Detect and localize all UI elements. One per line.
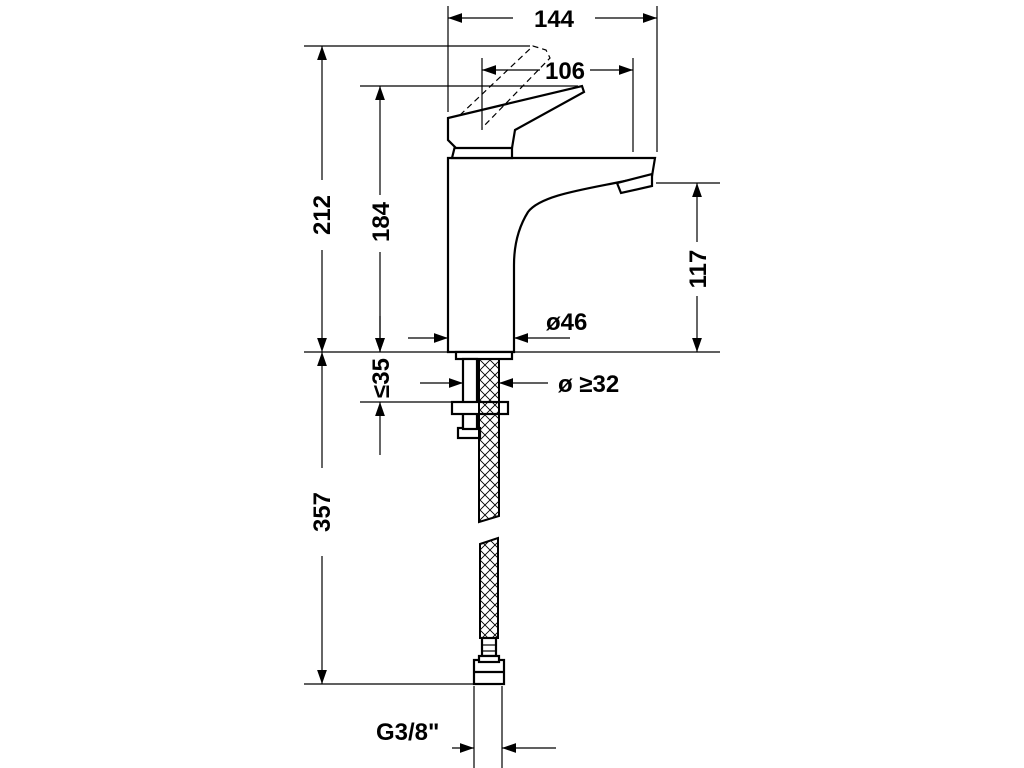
dimension-arrows xyxy=(317,13,702,753)
dim-width-total: 144 xyxy=(534,6,575,33)
dim-height-lever: 184 xyxy=(368,201,395,242)
dim-hole-diameter: ø ≥32 xyxy=(558,371,619,398)
faucet-body xyxy=(446,156,657,354)
mounting-rod xyxy=(456,357,482,440)
hex-nut xyxy=(472,654,506,686)
dim-deck-thickness: ≤35 xyxy=(368,358,395,398)
lever-handle xyxy=(446,84,586,160)
dim-hose-length: 357 xyxy=(309,492,336,532)
dim-spout-reach: 106 xyxy=(545,58,585,85)
dim-thread: G3/8" xyxy=(376,719,439,746)
aerator xyxy=(615,172,654,195)
hose-lower xyxy=(479,536,499,658)
dim-height-total: 212 xyxy=(309,195,336,235)
dim-spout-height: 117 xyxy=(685,250,712,289)
hose-upper xyxy=(478,358,500,524)
lever-open-position xyxy=(459,45,551,129)
dim-body-diameter: ø46 xyxy=(546,309,587,336)
